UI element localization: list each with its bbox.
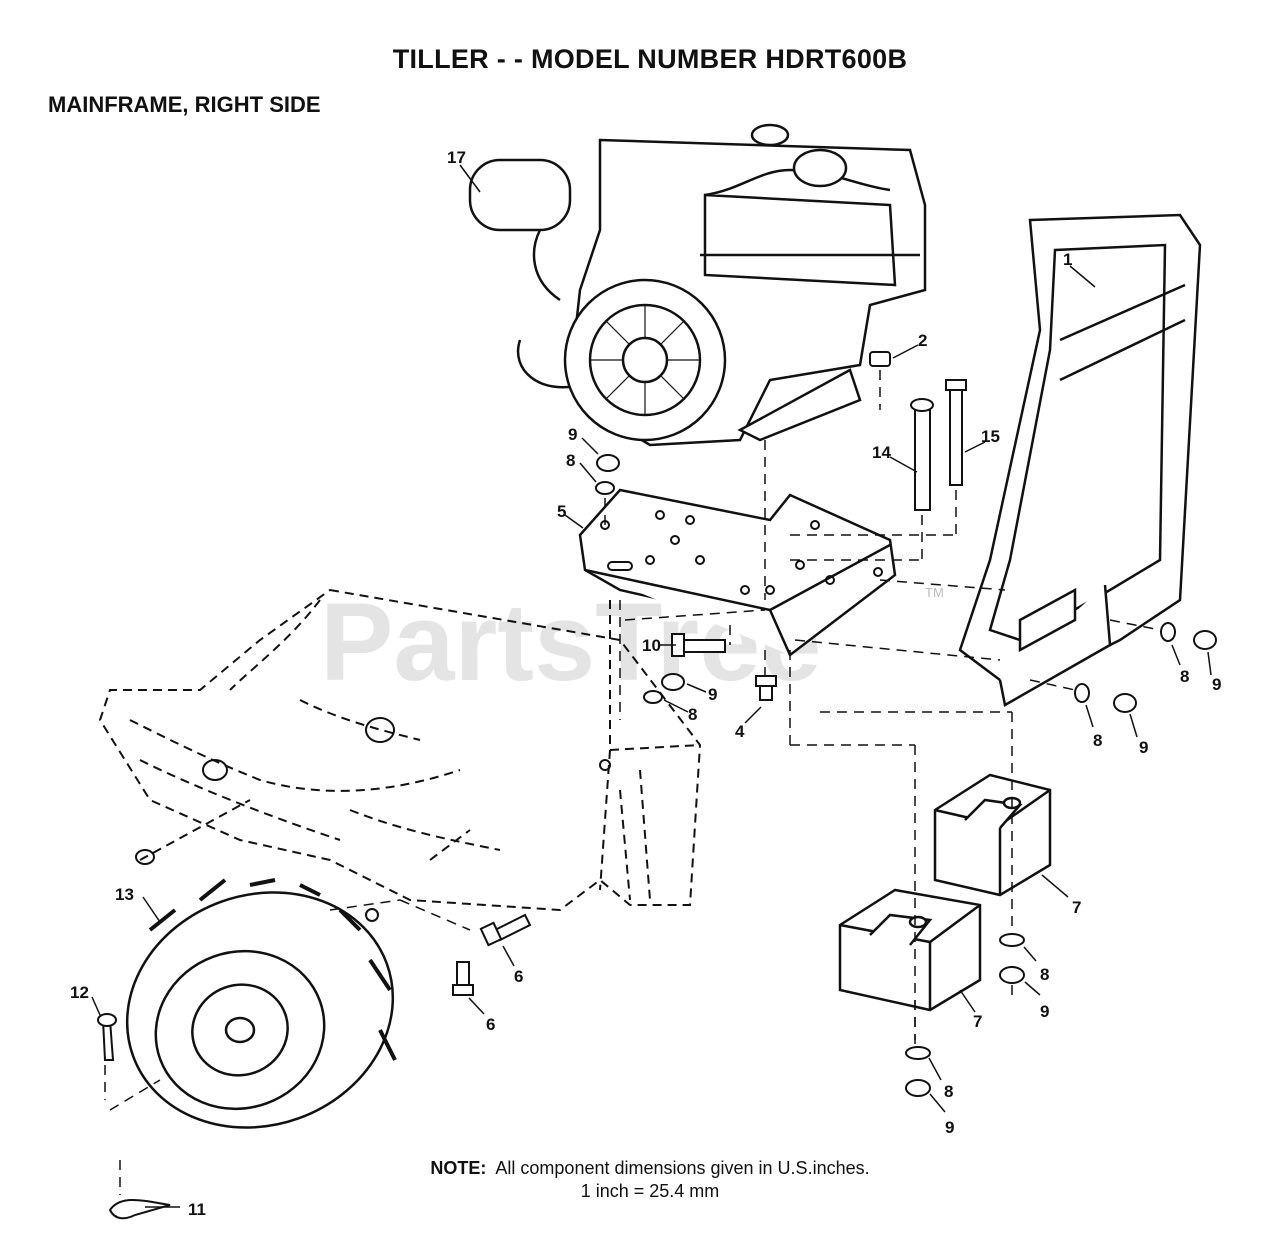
- callout-9-c: 9: [1212, 675, 1221, 694]
- wheel-assembly: [125, 878, 397, 1129]
- callout-8-d: 8: [1093, 731, 1102, 750]
- callout-labels: 17 1 2 15 14 9 8 5 10 9 8 4 8 9 8 9 7 8 …: [70, 148, 1221, 1219]
- callout-8-f: 8: [944, 1082, 953, 1101]
- note-line-2: 1 inch = 25.4 mm: [580, 1181, 720, 1201]
- page-title: TILLER - - MODEL NUMBER HDRT600B: [392, 44, 908, 74]
- housing-fastener-holes: [135, 717, 611, 922]
- callout-6-b: 6: [486, 1015, 495, 1034]
- callout-9-d: 9: [1139, 738, 1148, 757]
- callout-9-b: 9: [708, 685, 717, 704]
- callout-8-e: 8: [1040, 965, 1049, 984]
- section-title: MAINFRAME, RIGHT SIDE: [48, 92, 321, 117]
- callout-8-a: 8: [566, 451, 575, 470]
- trademark-text: TM: [925, 585, 944, 600]
- callout-9-a: 9: [568, 425, 577, 444]
- note-line-1: All component dimensions given in U.S.in…: [495, 1158, 870, 1178]
- callout-7-a: 7: [1072, 898, 1081, 917]
- callout-7-b: 7: [973, 1012, 982, 1031]
- engine-fins: [590, 305, 700, 415]
- alignment-lines: [104, 370, 1161, 1195]
- mounting-plate: [578, 488, 897, 657]
- leader-lines: [91, 164, 1212, 1208]
- transmission-housing-outline: [98, 588, 702, 912]
- dimension-note: NOTE: All component dimensions given in …: [0, 1157, 1280, 1203]
- callout-14: 14: [872, 443, 891, 462]
- callout-2: 2: [918, 331, 927, 350]
- callout-9-e: 9: [1040, 1002, 1049, 1021]
- callout-9-f: 9: [945, 1118, 954, 1137]
- callout-15: 15: [981, 427, 1000, 446]
- engine-assembly: [468, 123, 927, 447]
- callout-8-b: 8: [688, 705, 697, 724]
- hardware-bolts: [97, 379, 967, 1220]
- callout-13: 13: [115, 885, 134, 904]
- callout-6-a: 6: [514, 967, 523, 986]
- spacer-blocks: [838, 773, 1052, 1012]
- note-label: NOTE:: [430, 1158, 487, 1178]
- bumper-handle: [958, 213, 1202, 707]
- hardware-nuts-washers: [595, 351, 1217, 1097]
- plate-holes: [600, 510, 883, 595]
- callout-1: 1: [1063, 250, 1072, 269]
- callout-11: 11: [188, 1200, 206, 1219]
- callout-10: 10: [642, 636, 661, 655]
- callout-12: 12: [70, 983, 89, 1002]
- callout-5: 5: [557, 502, 566, 521]
- callout-8-c: 8: [1180, 667, 1189, 686]
- callout-4: 4: [735, 722, 745, 741]
- callout-17: 17: [447, 148, 466, 167]
